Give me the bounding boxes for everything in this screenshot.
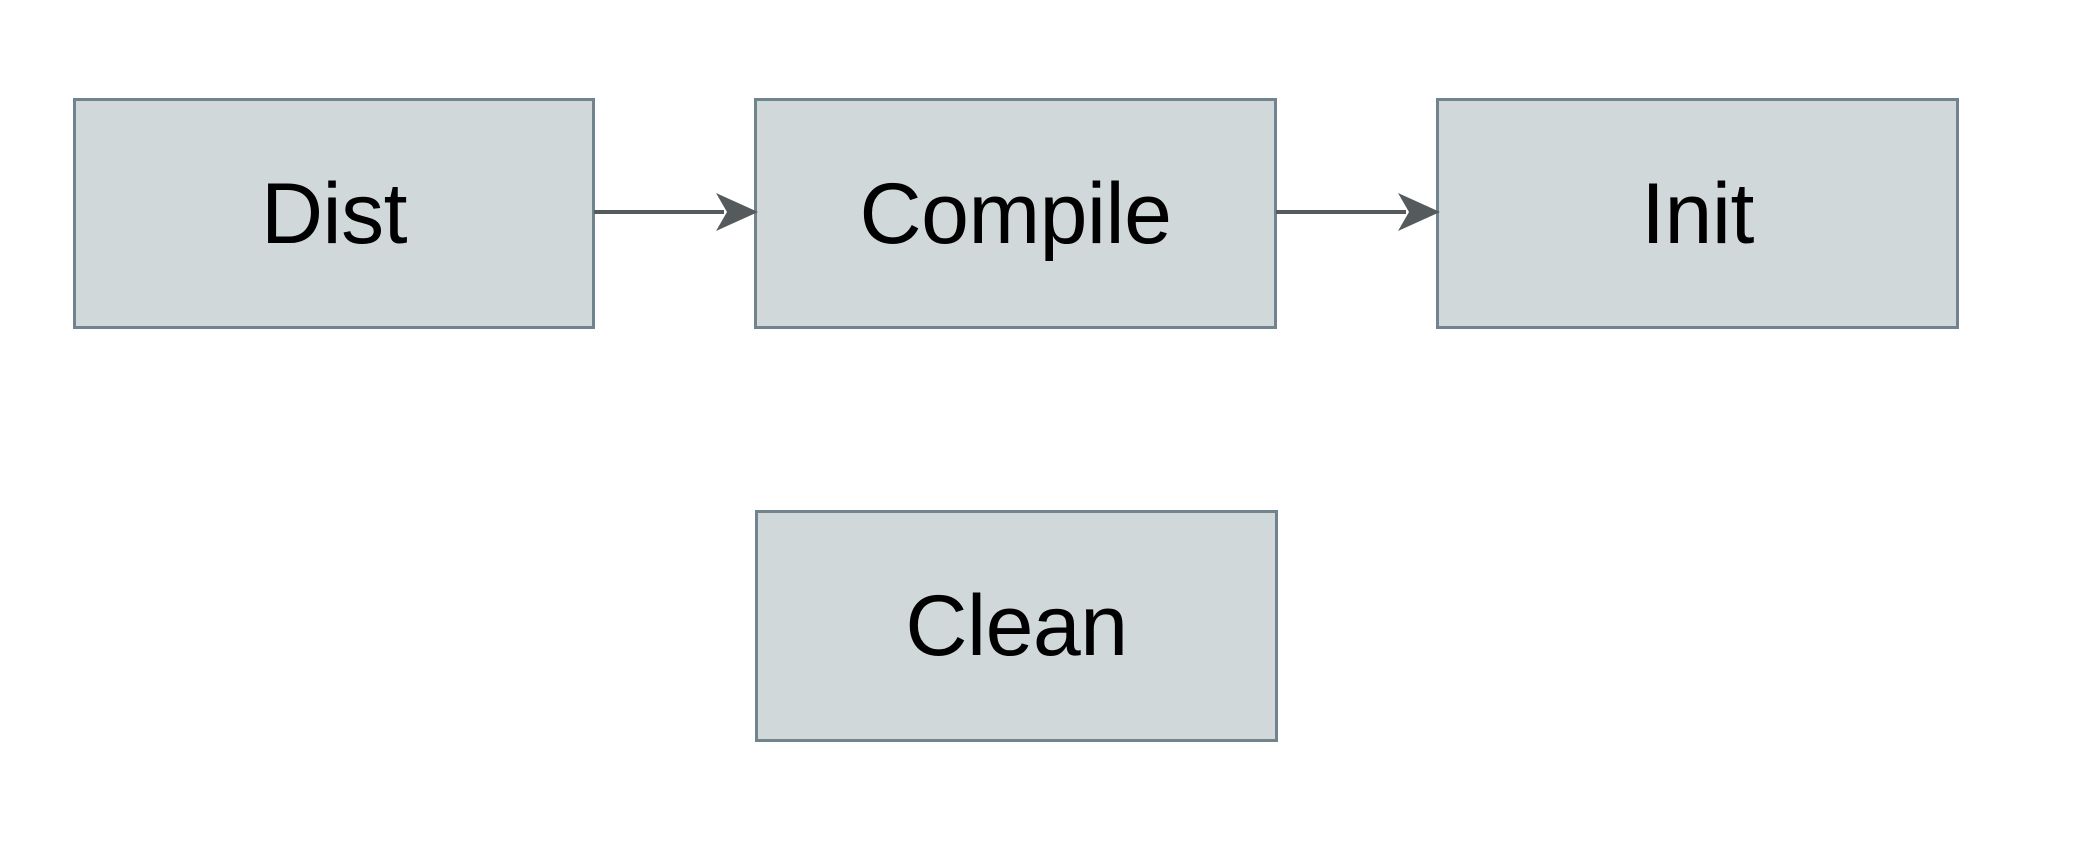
node-compile[interactable]: Compile: [754, 98, 1277, 329]
node-clean[interactable]: Clean: [755, 510, 1278, 742]
edge-dist-to-compile[interactable]: [592, 182, 758, 242]
edge-compile-to-init[interactable]: [1274, 182, 1440, 242]
arrowhead-icon: [1398, 193, 1440, 231]
node-init[interactable]: Init: [1436, 98, 1959, 329]
node-dist-label: Dist: [260, 165, 408, 262]
arrowhead-icon: [716, 193, 758, 231]
node-compile-label: Compile: [859, 165, 1172, 262]
node-dist[interactable]: Dist: [73, 98, 595, 329]
node-init-label: Init: [1641, 165, 1754, 262]
node-clean-label: Clean: [905, 578, 1128, 674]
